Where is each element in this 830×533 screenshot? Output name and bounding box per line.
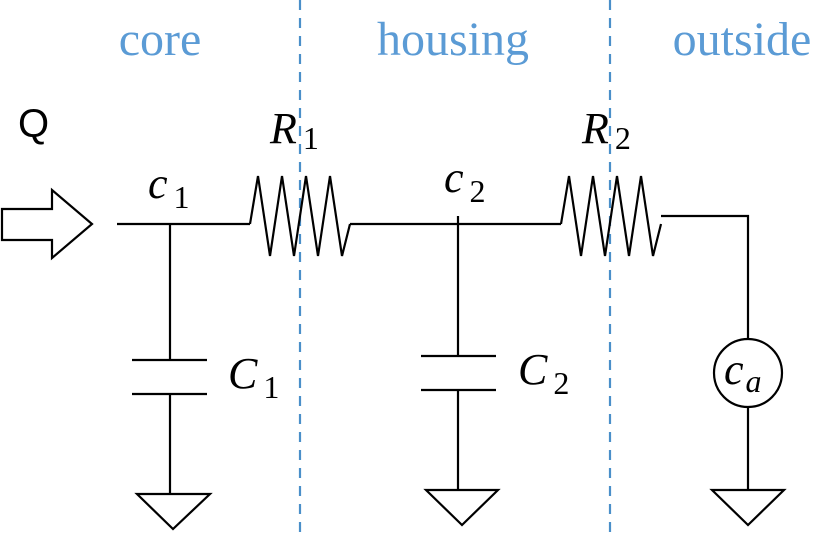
- ground-icon-c1: [134, 492, 213, 531]
- region-label-core: core: [119, 13, 202, 66]
- heat-flow-arrow-icon: [0, 187, 94, 261]
- source-ca-label: ca: [724, 345, 762, 399]
- ca-symbol: c: [724, 345, 744, 394]
- cap1-subscript: 1: [263, 369, 279, 405]
- wire-to-source: [661, 214, 750, 340]
- c1-node-subscript: 1: [174, 179, 190, 215]
- r1-symbol: R: [269, 104, 297, 153]
- ground-icon-c2: [423, 488, 501, 527]
- c1-node-symbol: c: [148, 159, 168, 208]
- c2-node-symbol: c: [444, 153, 464, 202]
- region-label-outside: outside: [673, 13, 812, 66]
- ground-icon-source: [709, 488, 787, 527]
- r2-subscript: 2: [615, 120, 631, 156]
- cap2-symbol: C: [518, 345, 548, 394]
- cap2-subscript: 2: [553, 365, 569, 401]
- resistor-r1: [248, 175, 352, 257]
- r2-symbol: R: [581, 104, 609, 153]
- c2-node-subscript: 2: [470, 173, 486, 209]
- resistor-r2: [559, 175, 663, 257]
- r1-subscript: 1: [303, 120, 319, 156]
- heat-input-label: Q: [18, 102, 49, 146]
- region-label-housing: housing: [377, 13, 529, 66]
- ca-subscript: a: [746, 363, 762, 399]
- cap1-symbol: C: [228, 349, 258, 398]
